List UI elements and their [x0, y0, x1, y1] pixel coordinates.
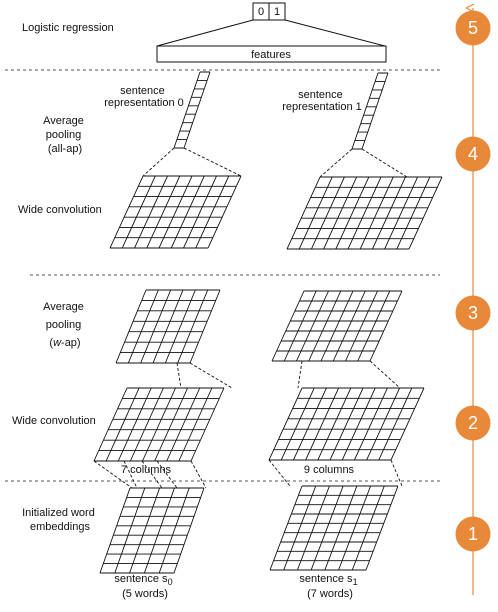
embeddings-left: [99, 487, 205, 574]
wide-conv-top-left: [109, 175, 242, 249]
connector-4: [93, 460, 207, 489]
wide-conv-top-right: [286, 176, 443, 250]
stage-3-label: 3: [468, 303, 478, 323]
stage-4-badge: 4: [455, 136, 491, 172]
w-ap-left: [115, 289, 221, 364]
connector-2: [176, 362, 233, 389]
representation-vector-0: [173, 71, 211, 149]
stage-2-label: 2: [468, 413, 478, 433]
features-box: [156, 45, 387, 63]
sentence-representation-0-label: sentence representation 0: [104, 85, 184, 109]
stage-5-label: 5: [468, 18, 478, 38]
wide-conv-bottom-right: [268, 387, 425, 461]
label-average-pooling-all-ap: Average pooling (all-ap): [43, 115, 87, 155]
sentence-0-label: sentence s0 (5 words): [114, 573, 175, 600]
label-initialized-word-embeddings: Initialized word embeddings: [22, 507, 98, 533]
output-cell-1-label: 1: [274, 6, 280, 18]
w-ap-right: [271, 290, 403, 362]
stage-1-badge: 1: [455, 516, 491, 552]
stage-1-label: 1: [468, 524, 478, 544]
label-average-pooling-w-ap: Average pooling (w-ap): [43, 301, 87, 349]
label-wide-convolution-bottom: Wide convolution: [12, 415, 96, 427]
output-box: 0 1: [252, 2, 286, 21]
connector-0: [142, 147, 242, 177]
representation-vector-1: [351, 72, 389, 150]
output-cell-1: [268, 2, 286, 21]
stage-2-badge: 2: [455, 405, 491, 441]
pooling-connectors: [93, 147, 408, 489]
stage-3-badge: 3: [455, 295, 491, 331]
label-logistic-regression: Logistic regression: [22, 22, 114, 34]
features-label: features: [251, 49, 291, 61]
sentence-representation-1-label: sentence representation 1: [282, 89, 362, 113]
connector-5: [268, 459, 403, 487]
column-label-right: 9 columns: [304, 464, 355, 476]
output-cell-0-label: 0: [258, 6, 264, 18]
wide-conv-bottom-left: [93, 387, 225, 462]
sentence-1-label: sentence s1 (7 words): [299, 573, 360, 600]
feature-map-grids: [93, 71, 443, 574]
stage-5-badge: 5: [455, 10, 491, 46]
label-wide-convolution-top: Wide convolution: [18, 204, 102, 216]
embeddings-right: [269, 485, 399, 571]
lr-connector: [156, 19, 386, 47]
connector-1: [319, 148, 408, 178]
stage-4-label: 4: [468, 144, 478, 164]
connector-3: [297, 360, 401, 389]
column-label-left: 7 columns: [121, 464, 172, 476]
